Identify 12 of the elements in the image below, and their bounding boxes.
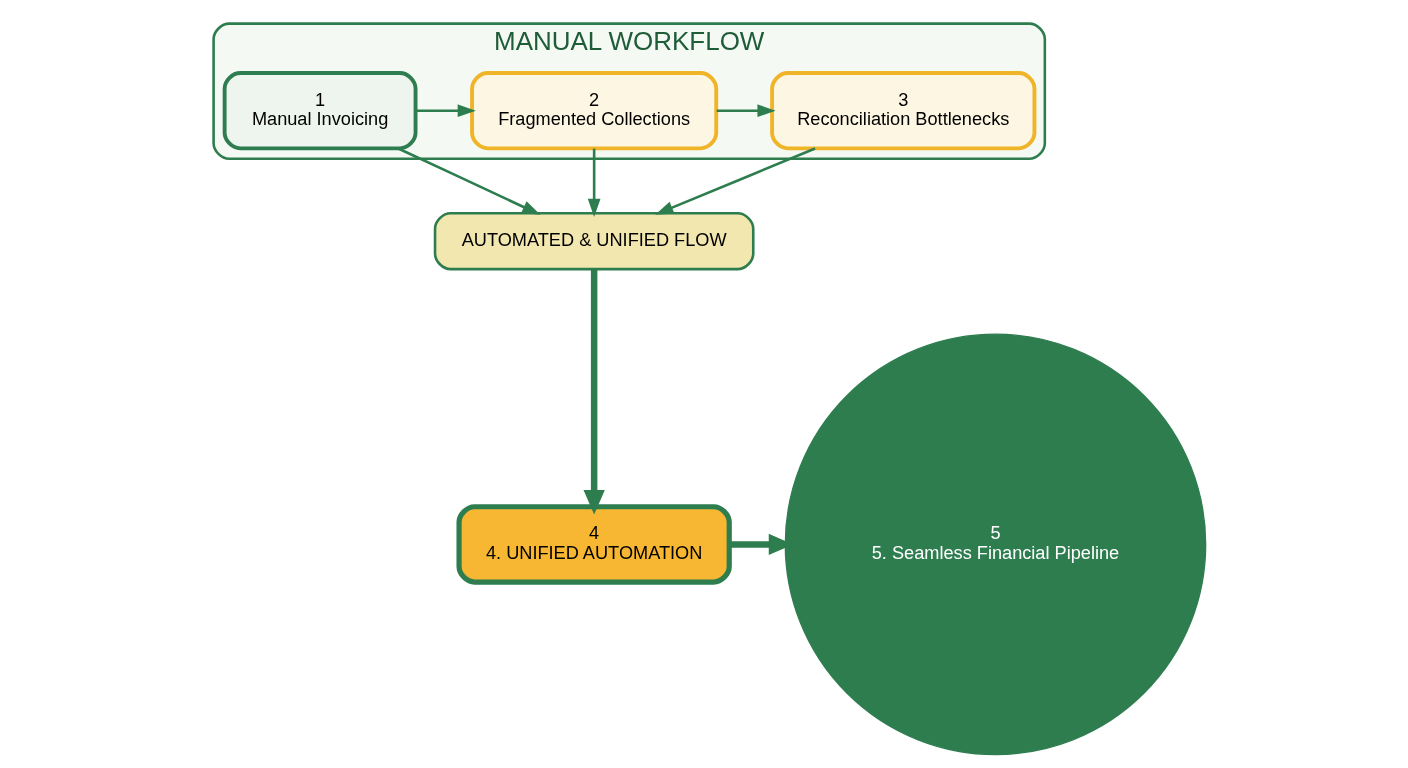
node-box: 4 4. UNIFIED AUTOMATION — [455, 504, 732, 585]
arrow — [716, 104, 776, 118]
arrow — [397, 147, 540, 215]
node-box: 3 Reconciliation Bottlenecks — [769, 71, 1036, 151]
node-box: 1 Manual Invoicing — [222, 71, 417, 151]
arrow — [583, 269, 605, 515]
node-box: AUTOMATED & UNIFIED FLOW — [433, 212, 755, 271]
arrow — [587, 148, 601, 217]
arrow — [415, 104, 476, 118]
node-circle: 5 5. Seamless Financial Pipeline — [784, 333, 1206, 756]
arrow — [654, 147, 816, 215]
node-box: 2 Fragmented Collections — [469, 71, 718, 151]
